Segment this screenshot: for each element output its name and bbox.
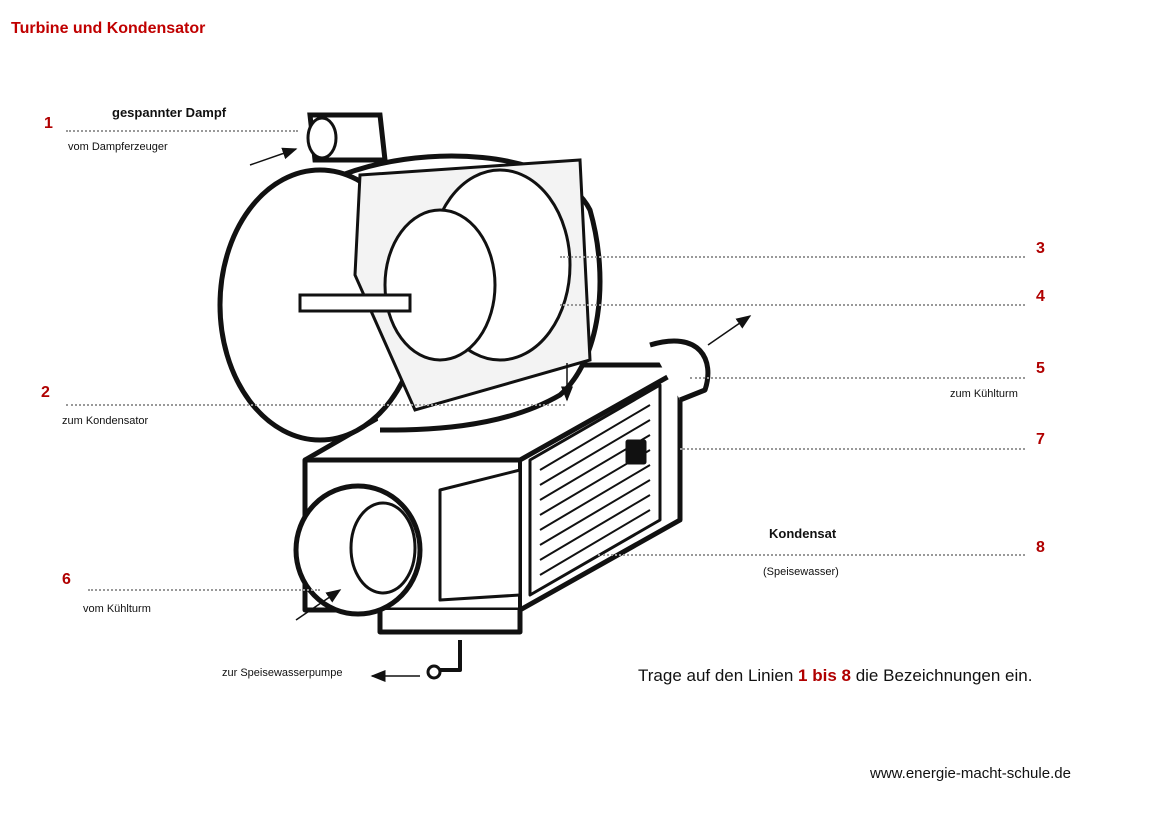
- instruction-text: Trage auf den Linien 1 bis 8 die Bezeich…: [638, 666, 1032, 686]
- label-zum-kuehlturm: zum Kühlturm: [950, 388, 1018, 400]
- answer-line-2[interactable]: [66, 404, 565, 406]
- label-vom-dampferzeuger: vom Dampferzeuger: [68, 141, 168, 153]
- label-number-2: 2: [41, 384, 50, 401]
- label-zur-speisewasserpumpe: zur Speisewasserpumpe: [222, 667, 343, 679]
- answer-line-1[interactable]: [66, 130, 298, 132]
- answer-line-3[interactable]: [560, 256, 1025, 258]
- label-number-6: 6: [62, 571, 71, 588]
- label-kondensat: Kondensat: [769, 526, 837, 541]
- answer-line-7[interactable]: [680, 448, 1025, 450]
- label-vom-kuehlturm: vom Kühlturm: [83, 603, 151, 615]
- label-number-8: 8: [1036, 539, 1045, 556]
- answer-line-4[interactable]: [560, 304, 1025, 306]
- footer-url: www.energie-macht-schule.de: [870, 765, 1071, 782]
- page-title: Turbine und Kondensator: [11, 20, 206, 37]
- label-number-7: 7: [1036, 431, 1045, 448]
- label-speisewasser: (Speisewasser): [763, 566, 839, 578]
- instruction-highlight: 1 bis 8: [798, 666, 851, 685]
- label-number-1: 1: [44, 115, 53, 132]
- label-number-3: 3: [1036, 240, 1045, 257]
- label-number-5: 5: [1036, 360, 1045, 377]
- label-zum-kondensator: zum Kondensator: [62, 415, 149, 427]
- instruction-pre: Trage auf den Linien: [638, 666, 799, 685]
- turbine: [217, 112, 603, 443]
- answer-line-5[interactable]: [690, 377, 1025, 379]
- answer-line-8[interactable]: [598, 554, 1025, 556]
- label-gespannter-dampf: gespannter Dampf: [112, 105, 227, 120]
- answer-line-6[interactable]: [88, 589, 320, 591]
- label-number-4: 4: [1036, 288, 1045, 305]
- instruction-post: die Bezeichnungen ein.: [850, 666, 1033, 685]
- flow-arrows: [249, 147, 752, 682]
